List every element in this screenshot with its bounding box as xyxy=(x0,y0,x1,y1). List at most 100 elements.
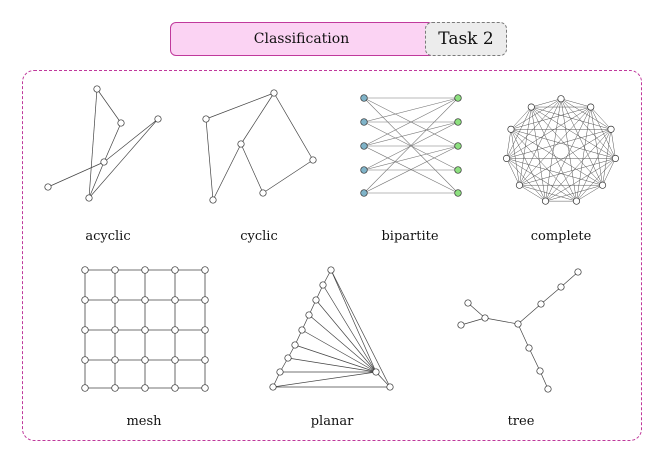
graph-node xyxy=(319,281,327,289)
graph-node xyxy=(527,103,535,111)
graph-node xyxy=(201,296,209,304)
graph-node xyxy=(81,296,89,304)
graph-edge xyxy=(519,158,616,186)
graph-node xyxy=(372,368,380,376)
graph-node xyxy=(503,154,511,162)
graph-edge xyxy=(315,299,377,373)
graph-edge xyxy=(506,129,512,159)
graph-node xyxy=(525,344,533,352)
graph-node xyxy=(117,119,125,127)
graph-node xyxy=(141,266,149,274)
graph-node xyxy=(154,115,162,123)
graph-edge xyxy=(517,323,530,349)
graph-edge xyxy=(205,92,275,120)
graph-edge xyxy=(510,98,562,130)
graph-edge xyxy=(576,185,603,202)
graph-edge xyxy=(308,314,377,373)
graph-node xyxy=(607,125,615,133)
graph-edge xyxy=(545,98,562,202)
graph-node xyxy=(599,181,607,189)
graph-node xyxy=(269,383,277,391)
label-mesh: mesh xyxy=(126,414,162,429)
graph-node xyxy=(454,166,462,174)
graph-edge xyxy=(96,88,122,124)
graph-node xyxy=(464,299,472,307)
graph-edge xyxy=(602,158,616,186)
graph-edge xyxy=(510,129,577,202)
graph-edge xyxy=(88,88,98,199)
graph-node xyxy=(386,383,394,391)
graph-node xyxy=(141,356,149,364)
graph-node xyxy=(360,166,368,174)
graph-edge xyxy=(240,143,264,194)
graph-edge xyxy=(484,317,519,325)
graph-edge xyxy=(506,98,562,159)
mesh-graph xyxy=(81,266,209,392)
graph-edge xyxy=(262,159,314,194)
header: Classification Task 2 xyxy=(170,22,507,58)
graph-node xyxy=(481,314,489,322)
graph-edge xyxy=(560,271,579,288)
graph-edge xyxy=(363,121,459,147)
graph-node xyxy=(171,326,179,334)
graph-edge xyxy=(88,118,159,199)
graph-edge xyxy=(519,107,532,186)
graph-edge xyxy=(531,106,603,186)
graph-edge xyxy=(510,106,532,130)
graph-edge xyxy=(363,97,459,123)
graph-edge xyxy=(576,158,616,202)
graph-node xyxy=(454,142,462,150)
graph-node xyxy=(291,341,299,349)
graph-node xyxy=(111,266,119,274)
graph-edge xyxy=(528,347,541,372)
graph-node xyxy=(201,384,209,392)
graph-edge xyxy=(576,129,612,202)
graph-node xyxy=(515,181,523,189)
graph-node xyxy=(276,368,284,376)
graph-node xyxy=(587,103,595,111)
graph-node xyxy=(237,140,245,148)
label-tree: tree xyxy=(507,414,535,429)
label-cyclic: cyclic xyxy=(240,229,278,244)
graph-node xyxy=(454,189,462,197)
graph-edge xyxy=(363,97,459,147)
graph-node xyxy=(611,154,619,162)
graph-node xyxy=(572,197,581,205)
graph-node xyxy=(111,326,119,334)
graph-edge xyxy=(363,97,459,194)
graph-node xyxy=(360,189,368,197)
graph-edge xyxy=(519,184,577,202)
graph-node xyxy=(544,385,552,393)
graph-node xyxy=(201,326,209,334)
graph-edge xyxy=(103,122,122,163)
graph-node xyxy=(202,115,210,123)
graph-edge xyxy=(287,357,377,373)
classification-title: Classification xyxy=(170,22,433,56)
graph-edge xyxy=(510,129,603,186)
graph-edge xyxy=(467,302,486,319)
graph-node xyxy=(305,311,313,319)
graph-edge xyxy=(240,92,275,145)
graph-edge xyxy=(610,129,616,159)
graph-node xyxy=(309,156,317,164)
graph-node xyxy=(507,125,515,133)
graph-edge xyxy=(540,286,562,305)
graph-edge xyxy=(506,106,532,159)
graph-node xyxy=(81,384,89,392)
graph-edge xyxy=(510,106,591,130)
planar-graph xyxy=(269,266,394,391)
graph-node xyxy=(541,197,550,205)
tree-graph xyxy=(457,268,582,393)
graph-node xyxy=(360,94,368,102)
graph-node xyxy=(85,194,93,202)
graph-node xyxy=(111,356,119,364)
label-complete: complete xyxy=(530,229,592,244)
graph-node xyxy=(327,266,335,274)
graph-node xyxy=(312,296,320,304)
label-planar: planar xyxy=(310,414,354,429)
graph-edge xyxy=(506,158,603,186)
graph-edge xyxy=(103,118,159,163)
graph-node xyxy=(100,158,108,166)
graph-node xyxy=(209,196,217,204)
